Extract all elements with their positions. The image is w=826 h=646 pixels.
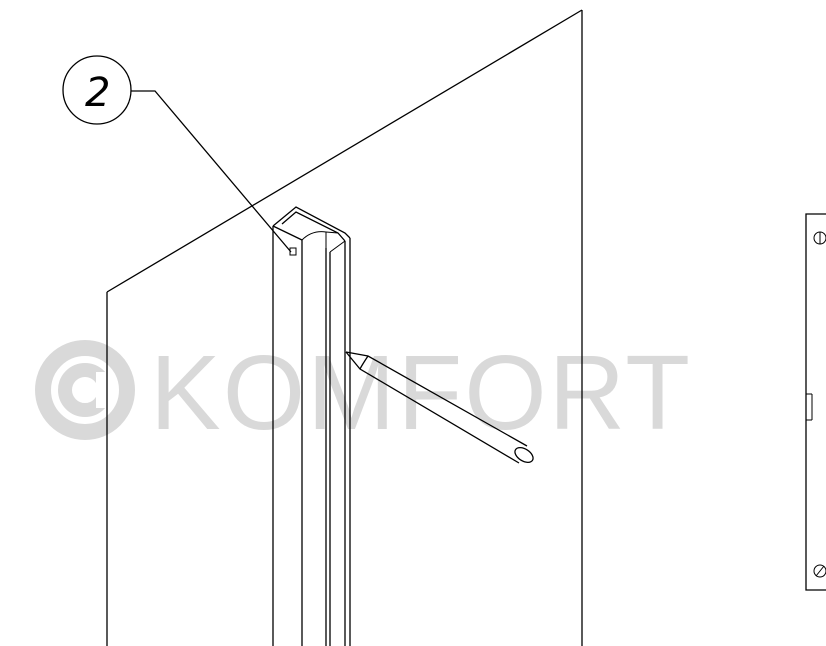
callout-number: 2 bbox=[85, 70, 110, 116]
watermark-text: KOMFORT bbox=[150, 334, 692, 452]
watermark: KOMFORT bbox=[35, 334, 692, 452]
handle-profile bbox=[272, 206, 351, 646]
door-panel bbox=[106, 9, 583, 646]
screw-top-icon bbox=[813, 231, 826, 245]
pencil-icon bbox=[345, 351, 534, 464]
side-view bbox=[805, 213, 826, 591]
copyright-symbol bbox=[35, 340, 135, 440]
screw-bottom-icon bbox=[813, 564, 826, 578]
callout-balloon: 2 bbox=[62, 55, 292, 253]
